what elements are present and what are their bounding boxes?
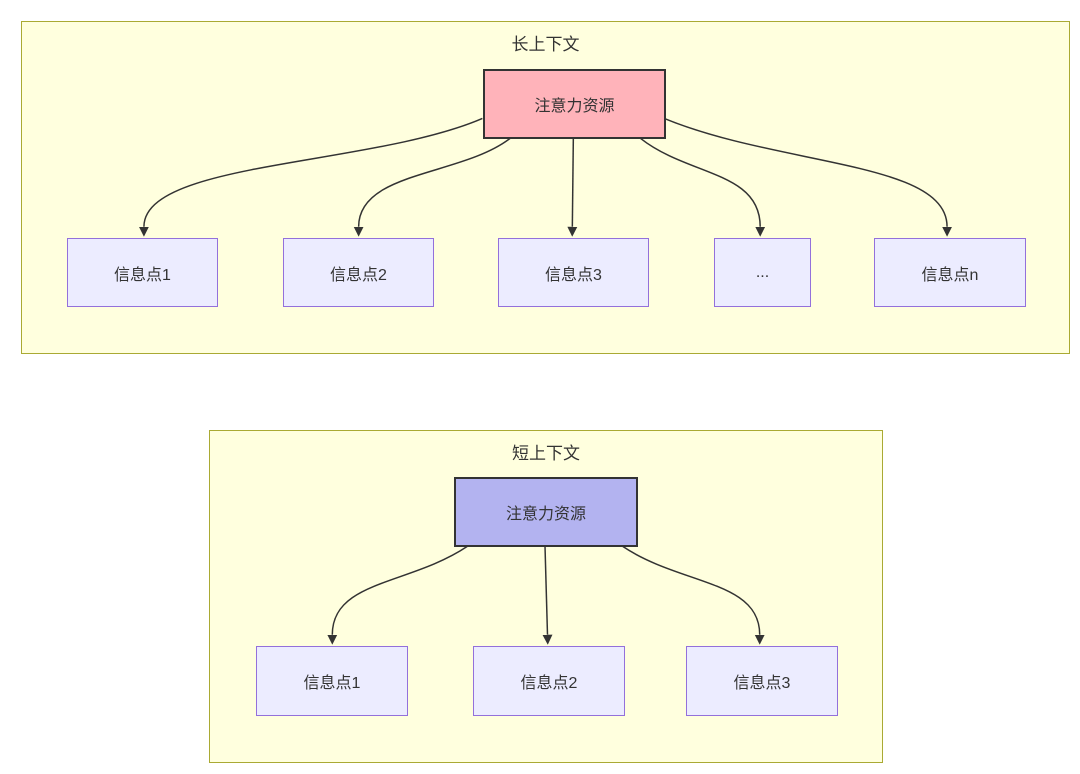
attention-resource-label: 注意力资源 xyxy=(534,98,615,115)
info-node-3-short: 信息点3 xyxy=(686,646,838,716)
info-node-label: 信息点3 xyxy=(545,266,602,284)
attention-resource-node-long: 注意力资源 xyxy=(483,69,666,139)
attention-resource-node-short: 注意力资源 xyxy=(454,477,638,547)
arrow-attention-to-info1-short xyxy=(327,545,468,645)
long-context-title: 长上下文 xyxy=(511,35,580,54)
info-node-3-long: 信息点3 xyxy=(498,238,649,307)
info-node-2-long: 信息点2 xyxy=(283,238,434,307)
info-node-label: 信息点1 xyxy=(114,266,171,284)
info-node-label: 信息点1 xyxy=(303,675,361,692)
short-context-title: 短上下文 xyxy=(512,444,580,463)
info-node-label: 信息点2 xyxy=(330,266,387,284)
info-node-ellipsis-long: ... xyxy=(714,238,811,307)
info-node-n-long: 信息点n xyxy=(874,238,1026,307)
info-node-1-short: 信息点1 xyxy=(256,646,408,716)
info-node-label: 信息点2 xyxy=(520,675,578,692)
arrow-attention-to-dots xyxy=(639,137,766,237)
arrow-attention-to-info1 xyxy=(138,117,483,237)
arrow-attention-to-infon xyxy=(663,117,953,237)
info-node-1-long: 信息点1 xyxy=(67,238,218,307)
attention-resource-label: 注意力资源 xyxy=(505,506,586,523)
info-node-label: ... xyxy=(755,263,770,281)
info-node-2-short: 信息点2 xyxy=(473,646,625,716)
info-node-label: 信息点3 xyxy=(733,675,791,692)
arrow-attention-to-info3-short xyxy=(622,545,765,645)
info-node-label: 信息点n xyxy=(921,266,979,284)
long-context-cluster: 长上下文 注意力资源 信息点1 信息点2 信息点3 ... xyxy=(21,21,1070,354)
arrow-attention-to-info2 xyxy=(353,137,511,237)
short-context-cluster: 短上下文 注意力资源 信息点1 信息点2 信息点3 xyxy=(209,430,883,763)
arrow-attention-to-info2-short xyxy=(542,546,553,645)
arrow-attention-to-info3 xyxy=(567,138,578,237)
